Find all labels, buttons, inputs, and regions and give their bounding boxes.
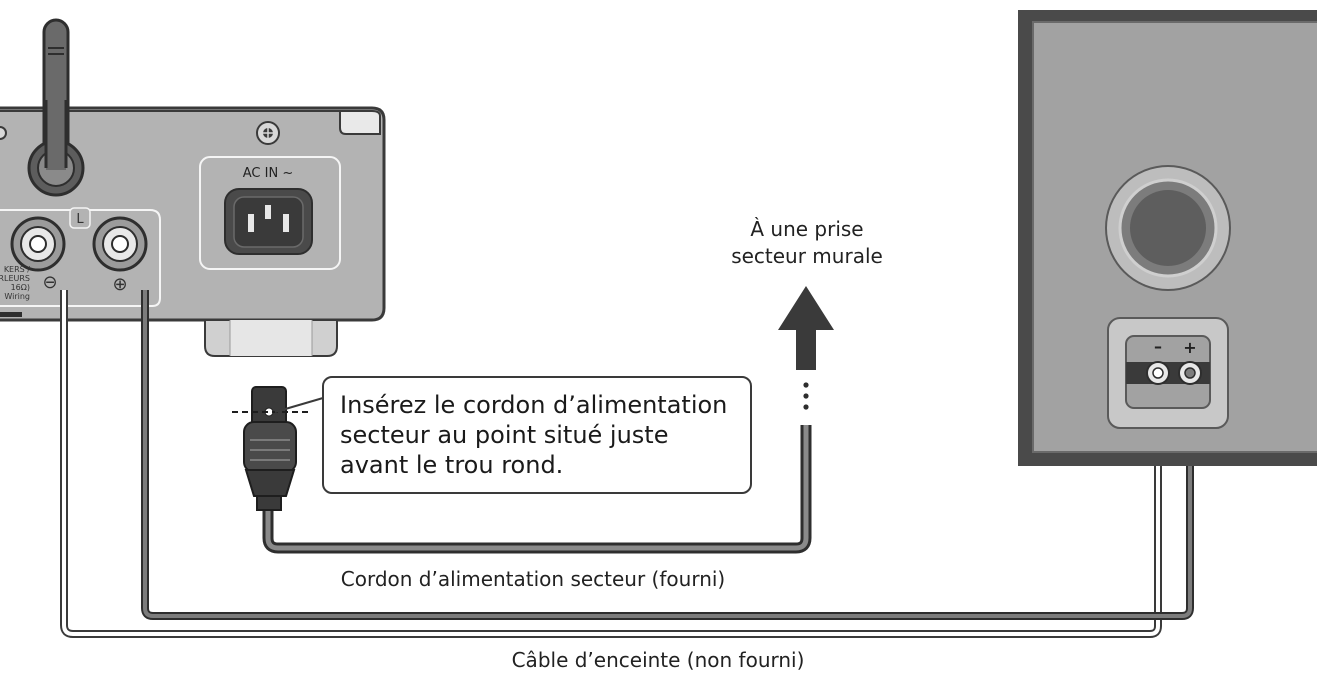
callout-line: secteur au point situé juste — [340, 421, 669, 449]
ac-in-socket: AC IN ~ — [199, 156, 341, 270]
terminal-text-line: Wiring — [4, 292, 30, 301]
minus-symbol: ⊖ — [42, 272, 57, 293]
channel-l-badge: L — [69, 207, 91, 229]
callout-line: Insérez le cordon d’alimentation — [340, 391, 728, 419]
power-cord-label: Cordon d’alimentation secteur (fourni) — [341, 567, 725, 591]
screw-icon — [256, 121, 280, 145]
ac-in-label: AC IN ~ — [243, 166, 293, 181]
amp-terminal-minus — [10, 216, 66, 272]
power-plug-icon — [232, 386, 308, 511]
terminal-text-line: ARLEURS — [0, 274, 30, 283]
terminal-text-line: KERS / — [4, 265, 30, 274]
channel-label: L — [76, 212, 84, 227]
terminal-text-line: 16Ω) — [11, 283, 30, 292]
antenna-icon — [27, 18, 85, 197]
speaker-cable — [60, 290, 1194, 638]
callout-box — [274, 376, 752, 494]
speaker-plus-label: + — [1183, 338, 1196, 357]
woofer-icon — [1105, 165, 1231, 291]
callout-line: avant le trou rond. — [340, 451, 564, 479]
speaker-unit: – + — [1018, 10, 1317, 466]
plus-symbol: ⊕ — [112, 274, 127, 295]
wall-outlet-label-line2: secteur murale — [731, 244, 883, 268]
callout-text: Insérez le cordon d’alimentation secteur… — [340, 390, 750, 480]
wall-outlet-label-line1: À une prise — [750, 217, 863, 241]
power-cord — [262, 382, 812, 554]
speaker-terminal-block: – + — [1107, 317, 1229, 429]
up-arrow-icon — [778, 286, 834, 370]
speaker-minus-label: – — [1154, 337, 1162, 356]
amplifier-unit: L ⊖ ⊕ KERS / ARLEURS 16Ω) Wiring AC IN ~ — [0, 18, 386, 357]
amp-terminal-plus — [92, 216, 148, 272]
speaker-cable-label: Câble d’enceinte (non fourni) — [512, 648, 805, 672]
